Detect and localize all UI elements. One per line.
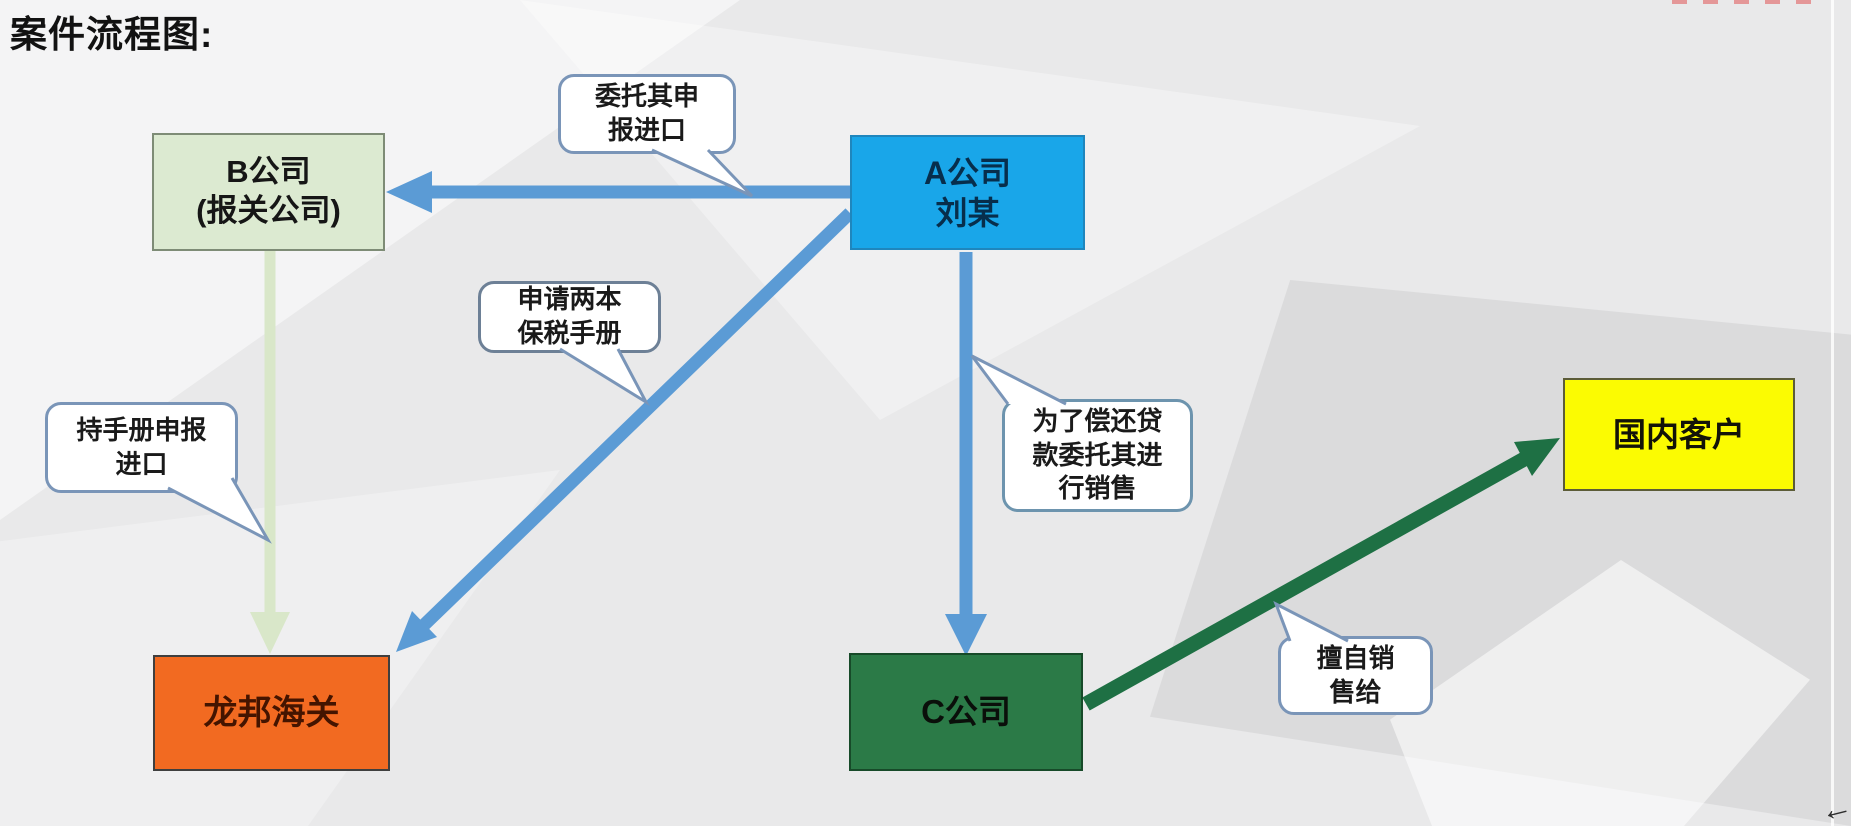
callout-line: 报进口 — [607, 115, 686, 145]
background-facet — [1150, 280, 1851, 826]
node-label: C公司 — [921, 693, 1011, 731]
arrow-a-to-c-head — [945, 614, 987, 656]
node-label: 刘某 — [935, 194, 1000, 231]
callout-line: 为了偿还贷 — [1032, 405, 1163, 436]
callout-tail-repay — [970, 354, 1067, 406]
clipped-red-text-marks — [1672, 0, 1814, 4]
arrow-a-to-customs-line — [419, 208, 855, 630]
arrow-b-to-customs-head — [250, 612, 290, 654]
node-label: (报关公司) — [196, 193, 341, 228]
background-edge-line — [1831, 0, 1834, 826]
arrow-c-to-customers-head — [1514, 438, 1560, 476]
callout-entrust-declare: 委托其申 报进口 — [558, 74, 736, 154]
node-label: B公司 — [226, 154, 311, 190]
node-company-c: C公司 — [849, 653, 1083, 771]
callout-line: 行销售 — [1058, 473, 1137, 504]
callout-line: 进口 — [115, 448, 168, 479]
arrow-a-to-customs-head — [396, 611, 437, 652]
background-facet — [0, 470, 560, 826]
callout-line: 保税手册 — [517, 318, 622, 348]
callout-apply-manuals: 申请两本 保税手册 — [478, 281, 661, 353]
node-label: 国内客户 — [1613, 415, 1745, 453]
page-title: 案件流程图: — [10, 14, 214, 55]
callout-unauthorized-sale: 擅自销 售给 — [1278, 636, 1433, 715]
arrow-a-to-b-head — [386, 171, 432, 213]
node-domestic-customers: 国内客户 — [1563, 378, 1795, 491]
callout-tail-entrust — [651, 148, 754, 198]
callout-line: 委托其申 — [594, 81, 699, 112]
callout-line: 售给 — [1329, 676, 1382, 707]
callout-tail-apply — [559, 347, 650, 407]
node-longbang-customs: 龙邦海关 — [153, 655, 390, 771]
node-company-b: B公司 (报关公司) — [152, 133, 385, 251]
corner-arrow-glyph: ← — [1815, 786, 1851, 826]
callout-hold-manual: 持手册申报 进口 — [45, 402, 238, 493]
node-company-a: A公司 刘某 — [850, 135, 1085, 250]
callout-line: 申请两本 — [517, 284, 622, 315]
node-label: 龙邦海关 — [203, 693, 340, 732]
callout-repay-loan: 为了偿还贷 款委托其进 行销售 — [1002, 399, 1193, 512]
callout-line: 擅自销 — [1316, 642, 1395, 673]
callout-line: 持手册申报 — [76, 414, 207, 445]
node-label: A公司 — [923, 154, 1012, 191]
background-facet — [1390, 560, 1810, 826]
callout-line: 款委托其进 — [1032, 439, 1163, 470]
